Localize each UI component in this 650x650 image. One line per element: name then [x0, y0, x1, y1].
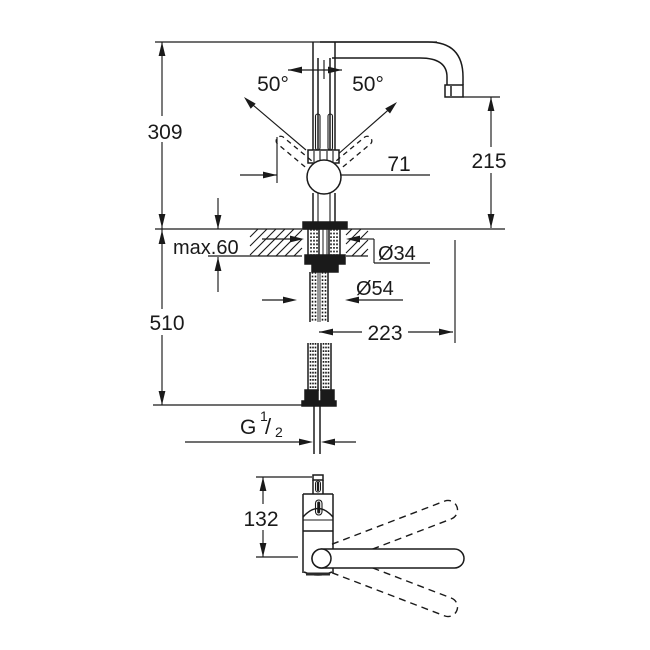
tube-thread-texture	[311, 272, 327, 322]
hose-fitting	[320, 389, 335, 403]
dim-50-left: 50°	[257, 73, 289, 96]
mounting-nut	[304, 254, 346, 265]
dim-223: 223	[367, 322, 402, 345]
dim-g-half: G 1 / 2	[240, 408, 283, 440]
shank-thread-texture	[310, 229, 338, 255]
spout-outer	[320, 41, 464, 85]
faucet-top-view	[302, 474, 465, 618]
dim-309: 309	[147, 121, 182, 144]
dim-132: 132	[243, 508, 278, 531]
label-masks	[140, 116, 514, 530]
dim-max60: max.60	[173, 237, 239, 259]
joystick-pin	[314, 499, 323, 516]
thread-g: G	[240, 416, 256, 439]
faucet-front-view	[275, 41, 464, 454]
dimension-labels: 309 510 215 223 71 50° 50° max.60 Ø34 Ø5…	[147, 73, 506, 531]
dim-dia54: Ø54	[356, 278, 394, 300]
thread-numerator: 1	[260, 408, 268, 424]
ball-joint	[306, 159, 342, 195]
lever-position-left-dashed	[275, 135, 313, 168]
hose-fitting	[304, 389, 319, 403]
thread-denominator: 2	[275, 424, 283, 440]
handle-position-up-dashed	[331, 499, 459, 563]
dim-215: 215	[471, 150, 506, 173]
handle	[311, 548, 465, 569]
dimension-lines	[153, 41, 505, 558]
handle-pivot	[311, 548, 332, 569]
aerator	[444, 84, 464, 98]
countertop-hatch	[249, 228, 369, 257]
dim-50-right: 50°	[352, 73, 384, 96]
handle-position-down-dashed	[331, 554, 459, 618]
dim-dia34: Ø34	[378, 243, 416, 265]
spout-inner	[332, 57, 448, 85]
dim-71: 71	[387, 153, 410, 176]
lever-position-right-dashed	[335, 135, 373, 168]
base-flange	[302, 221, 348, 230]
spout-stub-cap	[312, 474, 324, 481]
thread-slash: /	[265, 414, 272, 439]
supply-hoses	[301, 343, 337, 407]
dim-510: 510	[149, 312, 184, 335]
arrowheads	[158, 42, 495, 557]
